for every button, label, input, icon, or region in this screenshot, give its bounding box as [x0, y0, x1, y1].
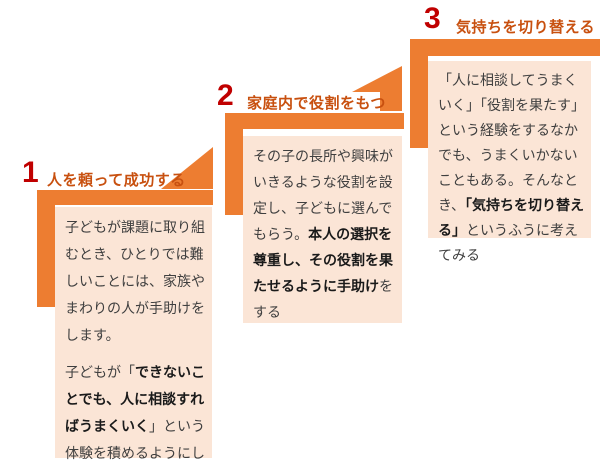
step-1-number: 1	[22, 156, 39, 189]
step-3-title: 気持ちを切り替える	[456, 19, 596, 36]
step-2-title: 家庭内で役割をもつ	[247, 95, 386, 112]
step-2-number: 2	[217, 79, 234, 112]
step-3-bracket-horizontal	[410, 39, 600, 56]
step-3-bracket-vertical	[410, 39, 428, 148]
step-1-body: 子どもが課題に取り組むとき、ひとりでは難しいことには、家族やまわりの人が手助けを…	[55, 207, 212, 461]
step-2-body: その子の長所や興味がいきるような役割を設定し、子どもに選んでもらう。本人の選択を…	[243, 136, 402, 323]
step-1-title: 人を頼って成功する	[47, 172, 186, 189]
step-2-bracket-horizontal	[225, 113, 404, 129]
step-2-rise-triangle-icon	[352, 66, 402, 111]
step-2-bracket-vertical	[225, 113, 243, 215]
step-3-number: 3	[424, 2, 441, 35]
step-3-body: 「人に相談してうまくいく」「役割を果たす」という経験をするなかでも、うまくいかな…	[428, 61, 591, 263]
step-1-bracket-horizontal	[37, 190, 213, 205]
step-1-bracket-vertical	[37, 190, 55, 307]
step-1-rise-triangle-icon	[161, 147, 213, 189]
